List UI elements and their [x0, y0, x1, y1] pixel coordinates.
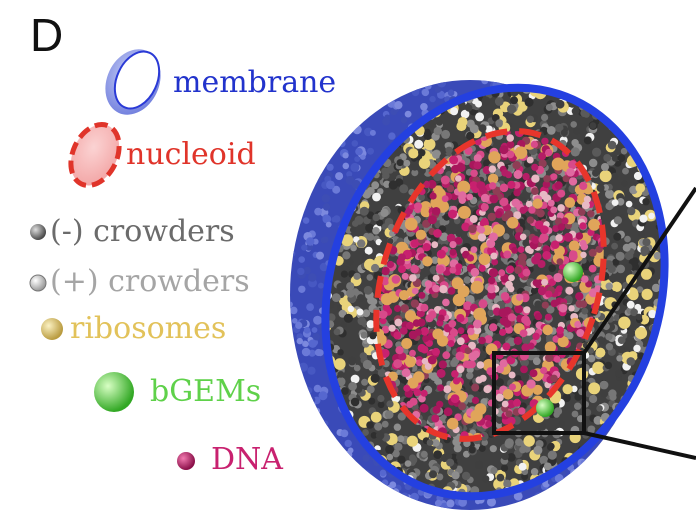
pos-crowders-icon [29, 274, 47, 292]
bgems-icon [94, 372, 134, 412]
membrane-rim [321, 83, 669, 501]
legend-label-membrane: membrane [173, 65, 337, 100]
ribosomes-icon [41, 318, 63, 340]
panel-label: D [30, 9, 64, 61]
dna-icon [177, 452, 195, 470]
cell-cross-section [317, 79, 672, 506]
zoom-indicator [492, 186, 696, 460]
legend-label-ribosomes: ribosomes [70, 311, 227, 346]
nucleoid-icon [68, 122, 122, 188]
zoom-box [492, 351, 586, 435]
legend-label-dna: DNA [211, 442, 283, 477]
neg-crowders-icon [30, 224, 46, 240]
legend-label-pos-crowders: (+) crowders [50, 264, 250, 299]
nucleoid-boundary [373, 128, 607, 442]
bgem-particle [563, 262, 583, 282]
bgem-particle [536, 399, 554, 417]
legend-label-nucleoid: nucleoid [126, 137, 256, 172]
legend-label-neg-crowders: (-) crowders [50, 214, 235, 249]
legend-label-bgems: bGEMs [150, 374, 262, 409]
membrane-icon [105, 49, 161, 115]
